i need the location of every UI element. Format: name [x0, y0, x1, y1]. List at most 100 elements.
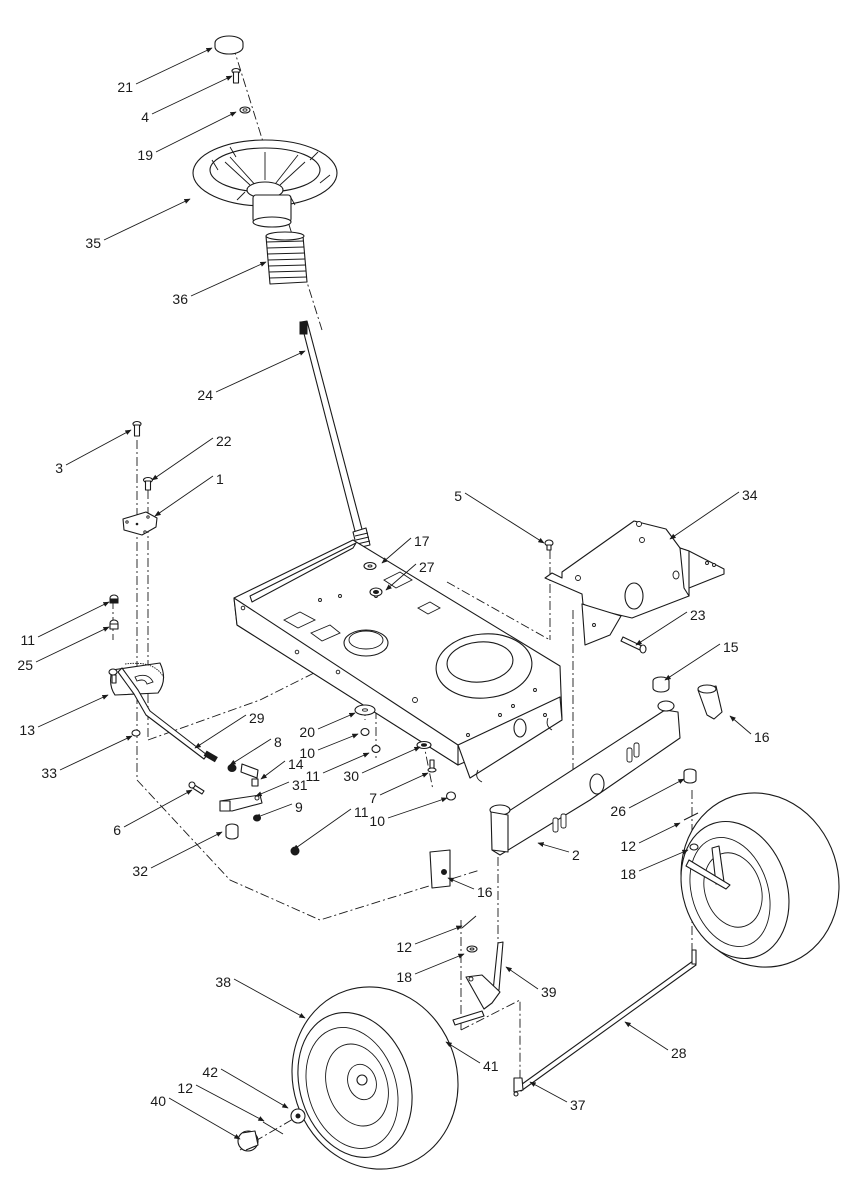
callout-label: 11 [305, 768, 320, 784]
bolt-5[interactable] [544, 539, 554, 551]
clip-16-upper[interactable] [697, 684, 723, 720]
bushing-26[interactable] [683, 768, 697, 784]
callout-37: 37 [529, 1081, 586, 1113]
callout-11: 11 [20, 601, 110, 648]
clip-16-lower[interactable] [429, 849, 451, 889]
cotter-pin-12-right[interactable] [683, 812, 699, 821]
callout-16: 16 [447, 877, 493, 900]
ball-joint-14[interactable] [240, 763, 259, 787]
callout-leader [317, 733, 359, 751]
callout-label: 20 [299, 724, 315, 740]
washer-18-right[interactable] [689, 843, 699, 851]
callout-label: 18 [396, 969, 412, 985]
bolt-23[interactable] [620, 636, 647, 654]
front-bracket[interactable] [544, 520, 725, 646]
spindle-39[interactable] [452, 941, 504, 1026]
callout-leader [385, 563, 417, 591]
callout-label: 19 [137, 147, 153, 163]
callout-17: 17 [381, 533, 430, 564]
bolt-7[interactable] [427, 759, 437, 773]
steering-washer[interactable] [239, 106, 251, 114]
callout-leader [381, 537, 412, 564]
callout-1: 1 [154, 471, 224, 517]
frame-chassis[interactable] [233, 539, 563, 783]
rod-end-37[interactable] [513, 1077, 524, 1097]
bolt-6[interactable] [188, 781, 205, 795]
callout-5: 5 [454, 488, 545, 544]
tie-rod[interactable] [517, 949, 697, 1092]
steering-wheel[interactable] [192, 139, 338, 228]
callout-leader [195, 1084, 265, 1122]
callout-label: 38 [215, 974, 231, 990]
nut-11-center[interactable] [371, 744, 381, 754]
callout-leader [190, 261, 267, 297]
callout-27: 27 [385, 559, 435, 591]
callout-label: 7 [369, 790, 377, 806]
callout-leader [529, 1081, 568, 1103]
washer-18-left[interactable] [466, 945, 478, 953]
callout-10: 10 [369, 797, 448, 829]
callout-leader [361, 746, 421, 774]
nut-33[interactable] [131, 729, 141, 737]
bolt-3[interactable] [132, 420, 142, 437]
callout-leader [447, 877, 475, 890]
callout-leader [505, 966, 539, 990]
callout-leader [635, 611, 688, 646]
callout-label: 11 [354, 804, 369, 820]
steering-bolt[interactable] [231, 67, 241, 84]
callout-label: 16 [477, 884, 493, 900]
callout-leader [624, 1021, 669, 1051]
callout-label: 35 [85, 235, 101, 251]
front-axle[interactable] [489, 700, 681, 856]
steering-arm[interactable] [219, 794, 263, 812]
callout-leader [123, 789, 193, 828]
callout-30: 30 [343, 746, 421, 784]
callout-label: 29 [249, 710, 265, 726]
washer-20[interactable] [354, 704, 376, 716]
nut-8[interactable] [227, 764, 237, 772]
callout-leader [638, 822, 681, 844]
cotter-pin-12-left[interactable] [461, 915, 477, 929]
callout-39: 39 [505, 966, 557, 1000]
steering-cap[interactable] [214, 35, 244, 55]
left-wheel[interactable] [269, 965, 482, 1191]
washer-42[interactable] [290, 1108, 306, 1124]
mounting-plate[interactable] [122, 511, 158, 536]
callout-leader [387, 797, 448, 819]
right-wheel[interactable] [659, 772, 862, 988]
callout-23: 23 [635, 607, 706, 646]
washer-17[interactable] [363, 561, 377, 571]
callout-33: 33 [41, 735, 133, 781]
hub-cap-40[interactable] [237, 1130, 259, 1152]
bolt-22[interactable] [142, 476, 154, 491]
callout-leader [255, 781, 290, 797]
callout-leader [151, 437, 214, 481]
nut-10-right[interactable] [445, 791, 457, 801]
nut-10-center[interactable] [360, 727, 370, 737]
drag-link[interactable] [117, 667, 218, 763]
bushing-32[interactable] [225, 823, 239, 840]
callout-label: 9 [295, 799, 303, 815]
callout-16: 16 [729, 715, 770, 745]
steering-boot[interactable] [265, 231, 308, 285]
nut-11-left[interactable] [109, 594, 119, 604]
callout-leader [379, 772, 429, 796]
callout-10: 10 [299, 733, 359, 761]
callout-41: 41 [445, 1041, 499, 1074]
callout-34: 34 [669, 487, 758, 540]
nut-25[interactable] [109, 619, 119, 630]
callout-38: 38 [215, 974, 306, 1019]
steering-shaft[interactable] [299, 320, 371, 549]
callout-12: 12 [396, 925, 463, 955]
callout-label: 15 [723, 639, 739, 655]
callout-leader [37, 601, 110, 638]
cotter-pin-12-hub[interactable] [262, 1121, 284, 1135]
callout-leader [168, 1097, 241, 1140]
callout-24: 24 [197, 350, 306, 403]
washer-27[interactable] [369, 587, 383, 597]
callout-8: 8 [229, 734, 282, 766]
callout-4: 4 [141, 75, 233, 125]
callout-leader [628, 778, 685, 809]
callout-36: 36 [172, 261, 267, 307]
